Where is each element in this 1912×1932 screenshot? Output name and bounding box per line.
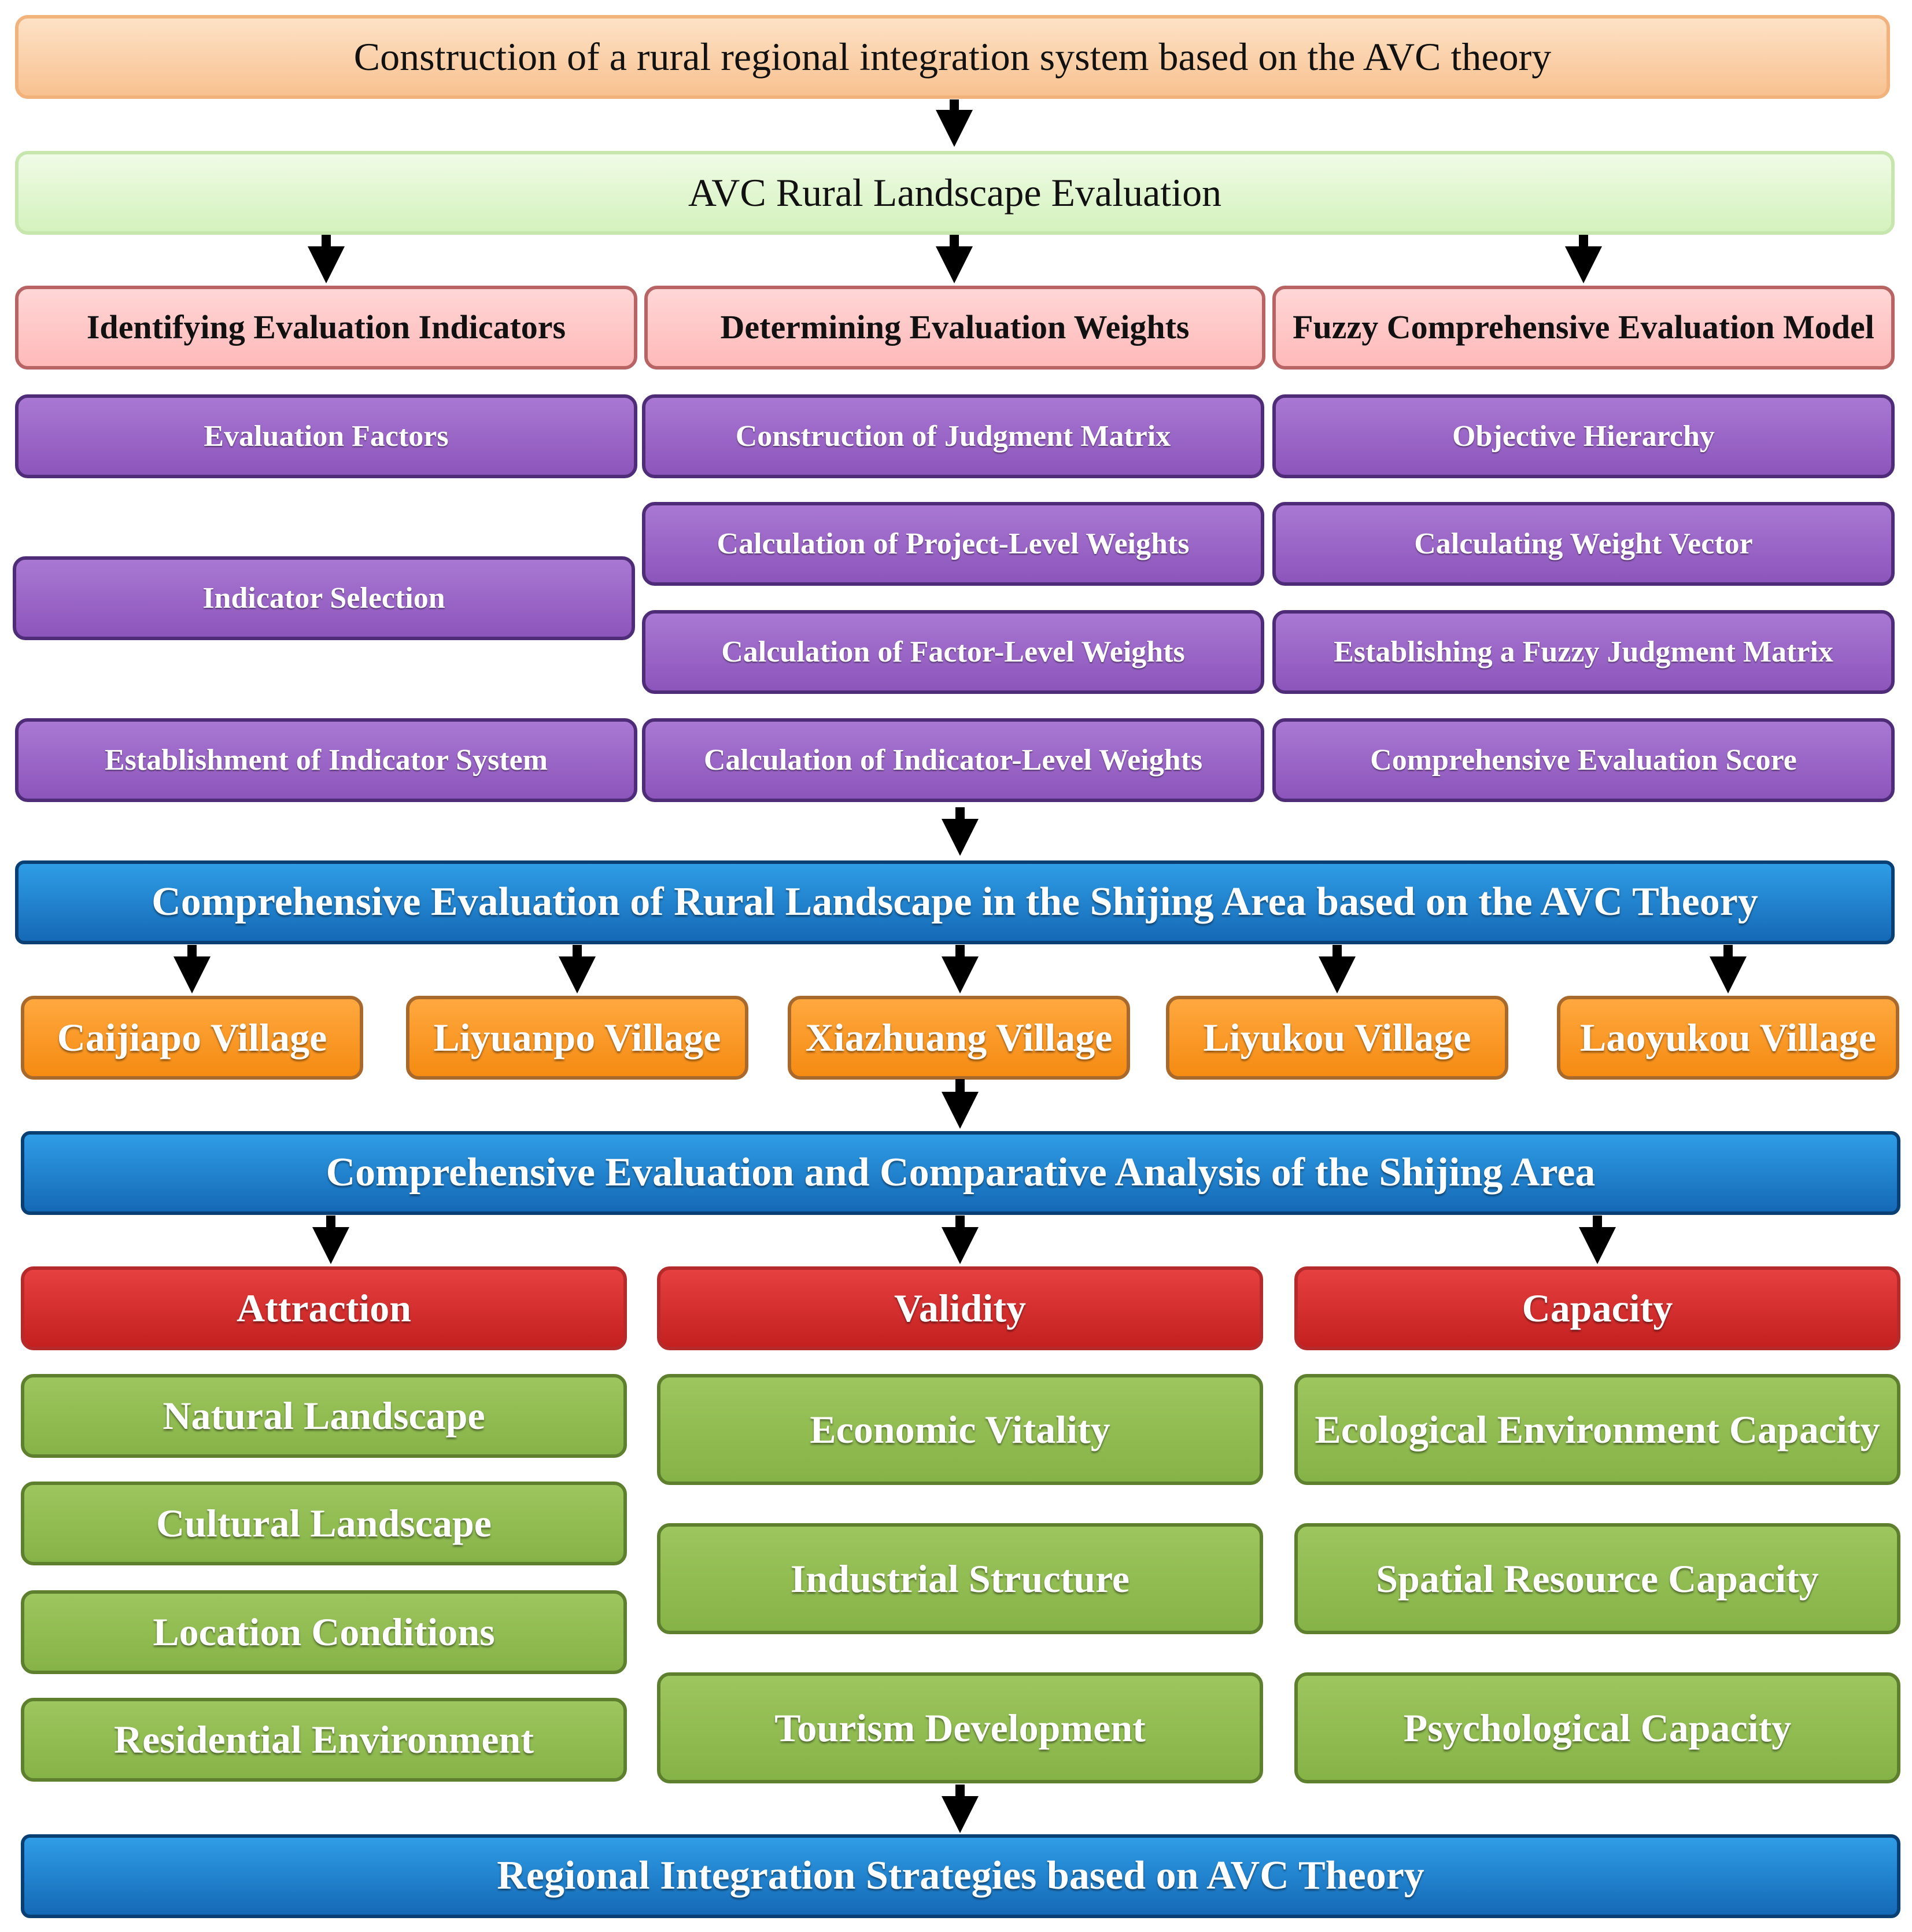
step-judgment-matrix-text: Construction of Judgment Matrix (735, 419, 1171, 453)
village-laoyukou-text: Laoyukou Village (1579, 1015, 1877, 1060)
step-evaluation-factors: Evaluation Factors (15, 394, 637, 478)
step-objective-hierarchy: Objective Hierarchy (1272, 394, 1895, 478)
item-location-conditions: Location Conditions (21, 1590, 627, 1674)
village-liyukou-text: Liyukou Village (1203, 1015, 1471, 1060)
system-title: Construction of a rural regional integra… (15, 15, 1890, 99)
step-factor-level-weights: Calculation of Factor-Level Weights (642, 610, 1264, 694)
step-fuzzy-judgment-matrix: Establishing a Fuzzy Judgment Matrix (1272, 610, 1895, 694)
comprehensive-evaluation-bar: Comprehensive Evaluation of Rural Landsc… (15, 860, 1895, 944)
item-spatial-resource-capacity-text: Spatial Resource Capacity (1376, 1556, 1819, 1601)
dimension-validity-text: Validity (894, 1286, 1026, 1331)
strategies-bar: Regional Integration Strategies based on… (21, 1834, 1900, 1918)
village-xiazhuang-text: Xiazhuang Village (805, 1015, 1113, 1060)
item-economic-vitality: Economic Vitality (657, 1374, 1263, 1485)
step-indicator-selection: Indicator Selection (13, 556, 635, 640)
method-header-fuzzy-model-text: Fuzzy Comprehensive Evaluation Model (1293, 308, 1874, 346)
strategies-text: Regional Integration Strategies based on… (497, 1853, 1424, 1898)
system-title-text: Construction of a rural regional integra… (353, 35, 1552, 79)
item-economic-vitality-text: Economic Vitality (810, 1407, 1110, 1451)
item-natural-landscape: Natural Landscape (21, 1374, 627, 1458)
step-weight-vector-text: Calculating Weight Vector (1414, 527, 1753, 560)
item-residential-environment: Residential Environment (21, 1698, 627, 1782)
item-psychological-capacity: Psychological Capacity (1294, 1672, 1900, 1783)
village-xiazhuang: Xiazhuang Village (788, 996, 1130, 1080)
step-weight-vector: Calculating Weight Vector (1272, 502, 1895, 586)
dimension-validity: Validity (657, 1266, 1263, 1350)
step-factor-level-weights-text: Calculation of Factor-Level Weights (721, 635, 1185, 668)
item-residential-environment-text: Residential Environment (113, 1717, 534, 1762)
comparative-analysis-text: Comprehensive Evaluation and Comparative… (326, 1150, 1596, 1195)
village-caijiapo: Caijiapo Village (21, 996, 363, 1080)
village-laoyukou: Laoyukou Village (1557, 996, 1899, 1080)
method-header-fuzzy-model: Fuzzy Comprehensive Evaluation Model (1272, 286, 1895, 370)
step-project-level-weights: Calculation of Project-Level Weights (642, 502, 1264, 586)
step-judgment-matrix: Construction of Judgment Matrix (642, 394, 1264, 478)
step-indicator-system: Establishment of Indicator System (15, 718, 637, 802)
item-psychological-capacity-text: Psychological Capacity (1403, 1705, 1792, 1750)
step-objective-hierarchy-text: Objective Hierarchy (1452, 419, 1715, 453)
method-header-indicators-text: Identifying Evaluation Indicators (86, 308, 566, 346)
item-ecological-environment-capacity: Ecological Environment Capacity (1294, 1374, 1900, 1485)
comprehensive-evaluation-text: Comprehensive Evaluation of Rural Landsc… (152, 880, 1758, 925)
step-evaluation-score: Comprehensive Evaluation Score (1272, 718, 1895, 802)
method-header-weights: Determining Evaluation Weights (644, 286, 1265, 370)
dimension-attraction: Attraction (21, 1266, 627, 1350)
item-tourism-development: Tourism Development (657, 1672, 1263, 1783)
evaluation-header: AVC Rural Landscape Evaluation (15, 151, 1895, 235)
method-header-indicators: Identifying Evaluation Indicators (15, 286, 637, 370)
step-indicator-system-text: Establishment of Indicator System (104, 743, 548, 777)
item-ecological-environment-capacity-text: Ecological Environment Capacity (1315, 1407, 1880, 1451)
evaluation-header-text: AVC Rural Landscape Evaluation (688, 171, 1222, 215)
step-fuzzy-judgment-matrix-text: Establishing a Fuzzy Judgment Matrix (1334, 635, 1833, 668)
item-cultural-landscape: Cultural Landscape (21, 1482, 627, 1565)
item-natural-landscape-text: Natural Landscape (163, 1394, 485, 1438)
method-header-weights-text: Determining Evaluation Weights (720, 308, 1190, 346)
dimension-capacity-text: Capacity (1522, 1286, 1673, 1331)
dimension-capacity: Capacity (1294, 1266, 1900, 1350)
step-indicator-selection-text: Indicator Selection (202, 581, 445, 615)
village-liyuanpo: Liyuanpo Village (406, 996, 748, 1080)
step-indicator-level-weights: Calculation of Indicator-Level Weights (642, 718, 1264, 802)
step-evaluation-score-text: Comprehensive Evaluation Score (1370, 743, 1797, 777)
village-liyuanpo-text: Liyuanpo Village (433, 1015, 721, 1060)
step-indicator-level-weights-text: Calculation of Indicator-Level Weights (703, 743, 1203, 777)
village-caijiapo-text: Caijiapo Village (57, 1015, 327, 1060)
item-industrial-structure-text: Industrial Structure (790, 1556, 1130, 1601)
item-industrial-structure: Industrial Structure (657, 1523, 1263, 1634)
item-spatial-resource-capacity: Spatial Resource Capacity (1294, 1523, 1900, 1634)
item-cultural-landscape-text: Cultural Landscape (156, 1501, 492, 1546)
dimension-attraction-text: Attraction (236, 1286, 412, 1331)
item-tourism-development-text: Tourism Development (774, 1705, 1146, 1750)
item-location-conditions-text: Location Conditions (153, 1610, 495, 1654)
step-evaluation-factors-text: Evaluation Factors (204, 419, 449, 453)
step-project-level-weights-text: Calculation of Project-Level Weights (717, 527, 1190, 560)
comparative-analysis-bar: Comprehensive Evaluation and Comparative… (21, 1131, 1900, 1215)
village-liyukou: Liyukou Village (1166, 996, 1508, 1080)
